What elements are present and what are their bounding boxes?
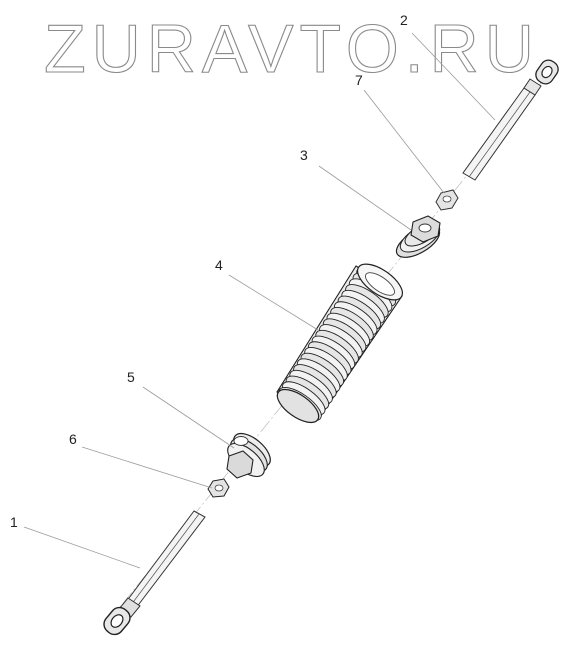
leader-line-6 <box>81 446 213 489</box>
leader-line-5 <box>142 386 235 449</box>
callout-3: 3 <box>300 147 308 163</box>
leader-line-3 <box>318 165 412 231</box>
leader-line-1 <box>23 526 141 569</box>
callout-7: 7 <box>355 72 363 88</box>
coil-spring-part <box>276 263 403 424</box>
watermark: ZURAVTO.RU <box>44 11 540 87</box>
upper-rod-part <box>462 59 559 181</box>
leader-line-4 <box>228 274 319 331</box>
callout-5: 5 <box>127 369 135 385</box>
callout-4: 4 <box>215 257 223 273</box>
callout-1: 1 <box>10 514 18 530</box>
lower-spring-seat-part <box>226 432 271 479</box>
leader-line-2 <box>411 32 496 121</box>
upper-spring-seat-part <box>395 215 441 258</box>
callout-6: 6 <box>69 431 77 447</box>
lower-rod-part <box>103 510 206 636</box>
leader-line-7 <box>363 89 445 194</box>
lower-nut-part <box>207 478 230 498</box>
upper-nut-part <box>435 189 459 211</box>
callout-2: 2 <box>400 12 408 28</box>
